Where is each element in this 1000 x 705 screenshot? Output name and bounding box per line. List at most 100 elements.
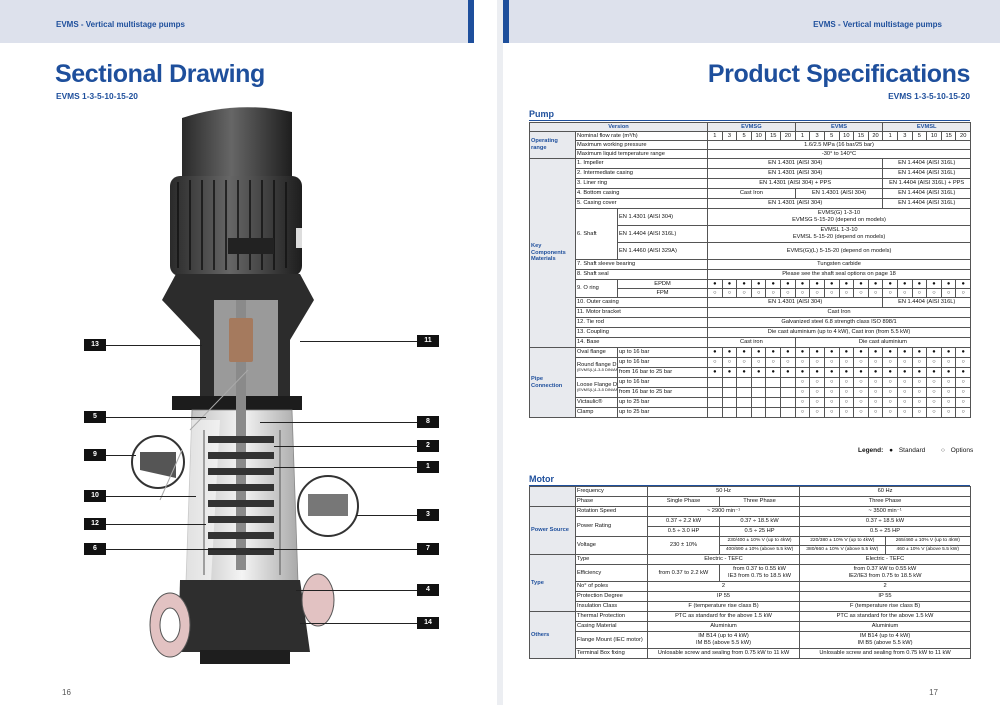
- row-label: 13. Coupling: [574, 327, 709, 338]
- page-subtitle: EVMS 1-3-5-10-15-20: [888, 91, 970, 101]
- option-circle-icon: ○: [955, 288, 972, 298]
- size-cell: 20: [955, 131, 972, 141]
- option-circle-icon: ○: [867, 407, 884, 418]
- page-title: Sectional Drawing: [55, 60, 265, 88]
- cell: 230 ± 10%: [647, 536, 720, 555]
- standard-dot-icon: ●: [809, 279, 825, 289]
- size-cell: 10: [926, 131, 942, 141]
- cell: 380/660 ± 10% V (above 5.5 kW): [799, 545, 886, 555]
- option-circle-icon: ○: [794, 397, 811, 408]
- empty-cell: [780, 397, 796, 408]
- empty-cell: [736, 407, 752, 418]
- leader-line: [274, 446, 417, 447]
- standard-dot-icon: ●: [794, 347, 811, 358]
- option-circle-icon: ○: [911, 357, 928, 368]
- option-circle-icon: ○: [940, 357, 957, 368]
- leader-line: [106, 345, 202, 346]
- standard-dot-icon: ●: [707, 279, 723, 289]
- size-cell: 5: [736, 131, 752, 141]
- cell: EN 1.4404 (AISI 316L): [882, 198, 972, 209]
- cell: from 16 bar to 25 bar: [616, 387, 709, 398]
- option-circle-icon: ○: [926, 397, 942, 408]
- row-label: Maximum working pressure: [574, 140, 709, 150]
- row-label: Voltage: [575, 536, 648, 555]
- cell: 400/690 ± 10% (above 5.5 kW): [718, 545, 801, 555]
- empty-cell: [780, 407, 796, 418]
- row-label: 11. Motor bracket: [574, 307, 709, 318]
- size-cell: 20: [780, 131, 796, 141]
- row-label-note: (EVMS(L)1-3-5 DIN/ANSI): [577, 387, 617, 393]
- option-circle-icon: ○: [823, 407, 840, 418]
- standard-dot-icon: ●: [780, 347, 796, 358]
- group-label: Pipe Connection: [529, 347, 576, 418]
- option-circle-icon: ○: [926, 377, 942, 388]
- cell-line: IE3 from 0.75 to 18.5 kW: [728, 573, 791, 579]
- table-row: Round flange DIN(EVMS(L)1-3-5 DIN/ANSI)u…: [530, 357, 972, 378]
- option-circle-icon: ○: [926, 407, 942, 418]
- cell: EPDM: [616, 279, 709, 289]
- standard-dot-icon: ●: [867, 347, 884, 358]
- option-circle-icon: ○: [940, 407, 957, 418]
- cell: F (temperature rise class B): [799, 601, 972, 612]
- standard-dot-icon: ●: [707, 347, 723, 358]
- evms-header: EVMS: [794, 122, 884, 132]
- standard-dot-icon: ●: [750, 367, 767, 378]
- empty-cell: [750, 387, 767, 398]
- cell-line: from 0.37 kW to 0.55 kW: [853, 566, 917, 573]
- row-label: Oval flange: [575, 347, 618, 358]
- option-circle-icon: ○: [940, 387, 957, 398]
- standard-dot-icon: ●: [838, 347, 855, 358]
- standard-dot-icon: ●: [765, 279, 782, 289]
- standard-dot-icon: ●: [736, 367, 752, 378]
- option-circle-icon: ○: [926, 288, 942, 298]
- cell: 0.37 ÷ 18.5 kW: [718, 516, 801, 527]
- table-row: EN 1.4460 (AISI 329A)EVMS(G)(L) 5-15-20 …: [530, 242, 972, 260]
- cell: from 0.37 to 2.2 kW: [647, 564, 720, 582]
- option-circle-icon: ○: [882, 407, 898, 418]
- option-circle-icon: ○: [867, 357, 884, 368]
- right-page: EVMS - Vertical multistage pumps Product…: [503, 0, 1000, 705]
- leader-line: [106, 417, 206, 418]
- legend-standard: Standard: [898, 447, 926, 454]
- option-circle-icon: ○: [853, 357, 869, 368]
- cell: 60 Hz: [799, 486, 972, 497]
- option-circle-icon: ○: [794, 377, 811, 388]
- leader-line: [106, 455, 136, 456]
- row-label: Insulation Class: [575, 601, 648, 612]
- motor-section-title: Motor: [529, 474, 554, 484]
- callout-14: 14: [417, 617, 439, 629]
- option-circle-icon: ○: [809, 288, 825, 298]
- standard-dot-icon: ●: [823, 367, 840, 378]
- standard-dot-icon: ●: [940, 279, 957, 289]
- option-circle-icon: ○: [940, 288, 957, 298]
- option-circle-icon: ○: [750, 288, 767, 298]
- cell: EN 1.4404 (AISI 316L) + PPS: [882, 178, 972, 189]
- empty-cell: [707, 397, 723, 408]
- row-label: Phase: [575, 496, 648, 507]
- standard-dot-icon: ●: [955, 347, 972, 358]
- option-circle-icon: ○: [911, 407, 928, 418]
- option-circle-icon: ○: [867, 288, 884, 298]
- option-circle-icon: ○: [794, 407, 811, 418]
- size-cell: 10: [750, 131, 767, 141]
- standard-dot-icon: ●: [721, 279, 738, 289]
- row-label: 14. Base: [574, 337, 709, 348]
- cell: Aluminium: [646, 621, 801, 632]
- standard-dot-icon: ●: [867, 279, 884, 289]
- standard-dot-icon: ●: [736, 347, 752, 358]
- cell: 50 Hz: [646, 486, 801, 497]
- option-circle-icon: ○: [794, 387, 811, 398]
- base-icon: [149, 573, 335, 664]
- left-page: EVMS - Vertical multistage pumps Section…: [0, 0, 497, 705]
- cell: 0.5 ÷ 3.0 HP: [647, 526, 720, 537]
- option-circle-icon: ○: [707, 357, 723, 368]
